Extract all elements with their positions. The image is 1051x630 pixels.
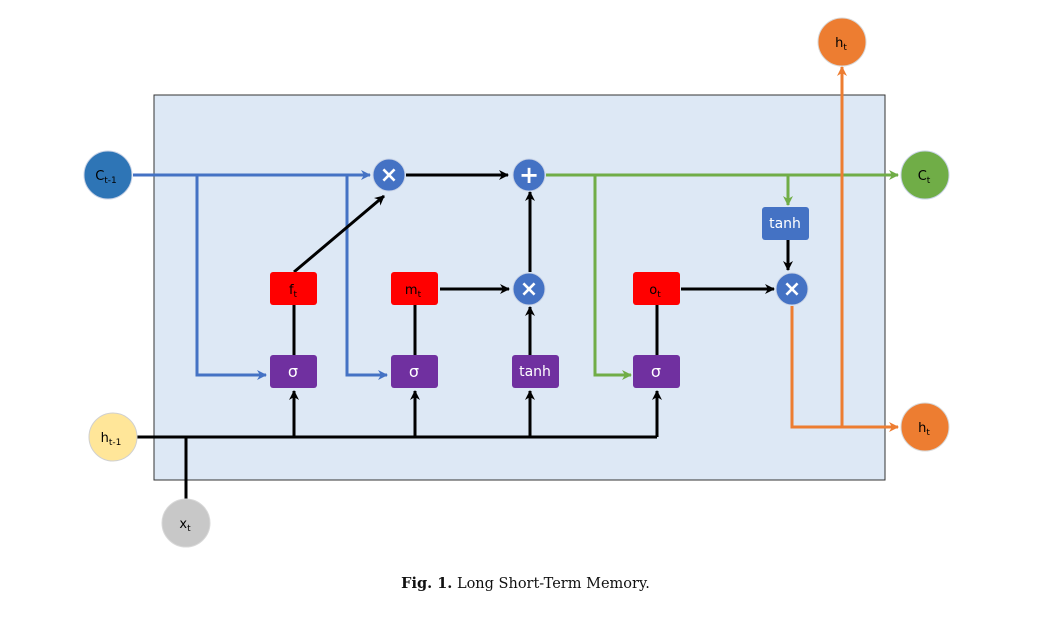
svg-text:ht: ht	[918, 421, 930, 438]
hidden-output-right-node: ht	[900, 402, 950, 452]
sigmoid-forget: σ	[270, 355, 317, 388]
svg-text:σ: σ	[651, 362, 661, 381]
cell-state-input-path	[133, 170, 388, 380]
input-gate: mt	[391, 272, 438, 305]
hidden-input-path	[137, 390, 662, 500]
cell-state-prev-node: Ct-1	[83, 150, 133, 200]
hidden-output-path	[790, 66, 899, 432]
hidden-prev-node: ht-1	[88, 412, 138, 462]
hidden-output-top-node: ht	[817, 17, 867, 67]
caption-text: Long Short-Term Memory.	[456, 576, 650, 592]
svg-text:tanh: tanh	[519, 364, 551, 380]
gate-paths	[292, 170, 793, 355]
multiply-icon: ×	[783, 277, 801, 302]
caption-label: Fig. 1.	[401, 575, 453, 592]
svg-text:ot: ot	[649, 283, 661, 300]
figure-caption: Fig. 1. Long Short-Term Memory.	[0, 575, 1051, 592]
svg-text:σ: σ	[288, 362, 298, 381]
svg-text:ft: ft	[289, 283, 298, 300]
svg-text:Ct: Ct	[918, 169, 931, 186]
multiply-output-node: ×	[775, 272, 809, 306]
svg-text:ht: ht	[835, 36, 847, 53]
svg-text:Ct-1: Ct-1	[95, 169, 117, 186]
sigmoid-output: σ	[633, 355, 680, 388]
tanh-output: tanh	[762, 207, 809, 240]
svg-text:mt: mt	[405, 283, 422, 300]
cell-state-output-path	[546, 170, 899, 380]
add-node: +	[512, 158, 546, 192]
multiply-icon: ×	[520, 277, 538, 302]
svg-text:ht-1: ht-1	[101, 431, 122, 448]
output-gate: ot	[633, 272, 680, 305]
cell-state-output-node: Ct	[900, 150, 950, 200]
svg-text:xt: xt	[179, 517, 191, 534]
svg-text:σ: σ	[409, 362, 419, 381]
multiply-icon: ×	[380, 163, 398, 188]
multiply-forget-node: ×	[372, 158, 406, 192]
tanh-input: tanh	[512, 355, 559, 388]
sigmoid-input: σ	[391, 355, 438, 388]
multiply-input-node: ×	[512, 272, 546, 306]
forget-gate: ft	[270, 272, 317, 305]
plus-icon: +	[519, 161, 539, 189]
input-x-node: xt	[161, 498, 211, 548]
svg-text:tanh: tanh	[769, 216, 801, 232]
